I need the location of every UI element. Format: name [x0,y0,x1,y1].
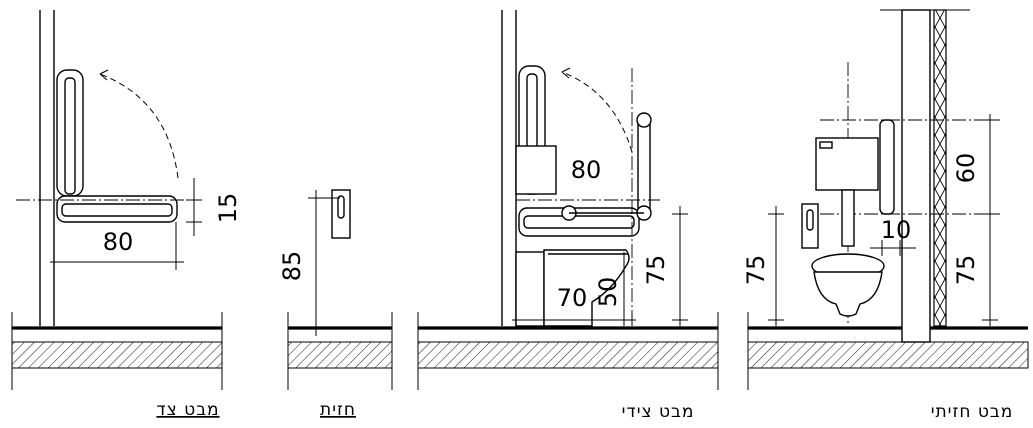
panel-front-view: 75 60 75 10 מבט חזיתי [742,9,1029,422]
flush-button [337,195,345,219]
dim-75-label-right: 75 [952,255,980,286]
caption-front: חזית [320,400,356,420]
floor-slab-hatch-3 [417,341,719,369]
floor-slab-hatch-4 [747,341,1029,369]
toilet-tank-base [515,251,545,327]
horizontal-rail-inner [61,203,173,217]
panel-front: 85 חזית [278,189,393,420]
dim-50-label: 50 [594,277,622,308]
rotation-arc-3 [561,71,633,153]
dim-75-label-3: 75 [642,255,670,286]
dim-60-label: 60 [952,153,980,184]
caption-side-view-2: מבט צידי [622,402,695,422]
cistern-pipe [841,189,855,247]
vertical-grab-bar [637,113,651,219]
caption-front-view: מבט חזיתי [931,402,1014,422]
floor-slab-hatch-2 [287,341,393,369]
floor-slab-hatch [11,341,223,369]
dim-80-label: 80 [103,228,134,256]
panel-side-view: 15 80 מבט צד [11,10,242,420]
panel-side-view-2: 80 75 50 70 מבט צידי [417,10,719,422]
insulation-layer [933,9,947,327]
folded-rail-inner [64,77,76,195]
dim-15-label: 15 [214,193,242,224]
folded-rail-front [879,119,895,215]
dim-10-label: 10 [881,216,912,244]
flush-lever [819,141,833,149]
grab-bar-mount-top [636,112,652,128]
dim-75-label-left: 75 [742,255,770,286]
rotation-arrowhead [99,69,109,81]
toilet-bowl-side [543,249,630,327]
wall-column [901,9,931,343]
dim-70-label: 70 [557,284,588,312]
dim-80-label-3: 80 [571,156,602,184]
rotation-arc [99,73,179,179]
flush-button-4 [806,209,814,231]
dim-85-label: 85 [278,251,306,282]
horizontal-rail-inner-3 [523,215,635,229]
toilet-bowl-front [813,271,883,317]
cistern [515,145,557,195]
rotation-arrowhead-3 [561,67,571,79]
caption-side-view: מבט צד [156,400,219,420]
